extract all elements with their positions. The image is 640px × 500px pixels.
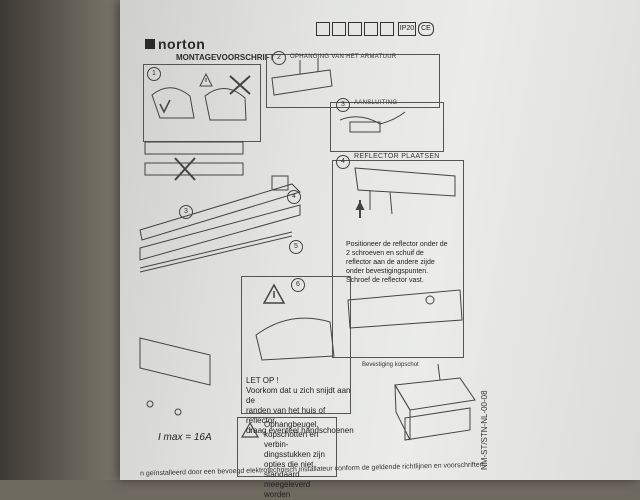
caution-triangle-icon — [199, 72, 213, 87]
hand-safety-illustration — [255, 317, 335, 361]
warning-triangle-icon — [262, 283, 286, 304]
suspension-illustration — [271, 69, 333, 96]
warning-title: LET OP ! — [246, 376, 279, 385]
symbol-icon — [380, 22, 394, 36]
step-3-panel — [330, 102, 444, 152]
max-current-label: I max = 16A — [158, 432, 212, 443]
brand-name: norton — [158, 36, 206, 52]
norton-logo-icon — [145, 39, 155, 49]
step-2-panel — [266, 54, 440, 108]
reflector-instructions: Positioneer de reflector onder de 2 schr… — [346, 241, 448, 284]
fixture-end-illustration — [139, 337, 211, 386]
symbol-icon — [332, 22, 346, 36]
fluorescent-tube — [139, 231, 293, 269]
page-title: MONTAGEVOORSCHRIFT — [176, 53, 275, 62]
reflector-illustration — [354, 167, 456, 197]
step-4-panel — [332, 160, 464, 358]
part-number-4: 4 — [287, 190, 301, 204]
background-surface — [0, 0, 120, 480]
check-icon — [159, 99, 171, 114]
fixture-top-view — [144, 162, 244, 176]
mounting-illustration — [151, 87, 195, 119]
line-drawings — [139, 58, 476, 441]
ip-rating: IP20 — [398, 22, 416, 36]
end-cap — [271, 175, 289, 191]
end-cap-label: Bevestiging kopschot — [362, 362, 419, 368]
step-3-number: 3 — [336, 98, 350, 112]
part-number-3: 3 — [179, 205, 193, 219]
ce-mark: CE — [418, 22, 434, 36]
step-4-title: REFLECTOR PLAATSEN — [354, 153, 440, 160]
symbol-icon — [364, 22, 378, 36]
mounting-illustration — [204, 88, 247, 121]
step-4-number: 4 — [336, 155, 350, 169]
fixture-top-view — [144, 141, 244, 155]
rating-icon — [316, 22, 330, 36]
warning-text: Voorkom dat u zich snijdt aan de randen … — [246, 386, 354, 435]
step-2-number: 2 — [272, 51, 286, 65]
step-6-panel — [241, 276, 351, 414]
step-1-number: 1 — [147, 67, 161, 81]
instruction-sheet — [120, 0, 640, 480]
reflector-screw-illustration — [347, 289, 463, 329]
symbol-icon — [348, 22, 362, 36]
step-3-title: AANSLUITING — [354, 100, 398, 106]
warning-triangle-icon — [240, 421, 260, 438]
fixture-housing — [139, 183, 301, 241]
step-6-number: 6 — [291, 278, 305, 292]
fixture-reflector — [139, 204, 301, 261]
part-number-5: 5 — [289, 240, 303, 254]
accessories-note-panel — [237, 417, 337, 477]
step-2-title: OPHANGING VAN HET ARMATUUR — [290, 54, 397, 60]
